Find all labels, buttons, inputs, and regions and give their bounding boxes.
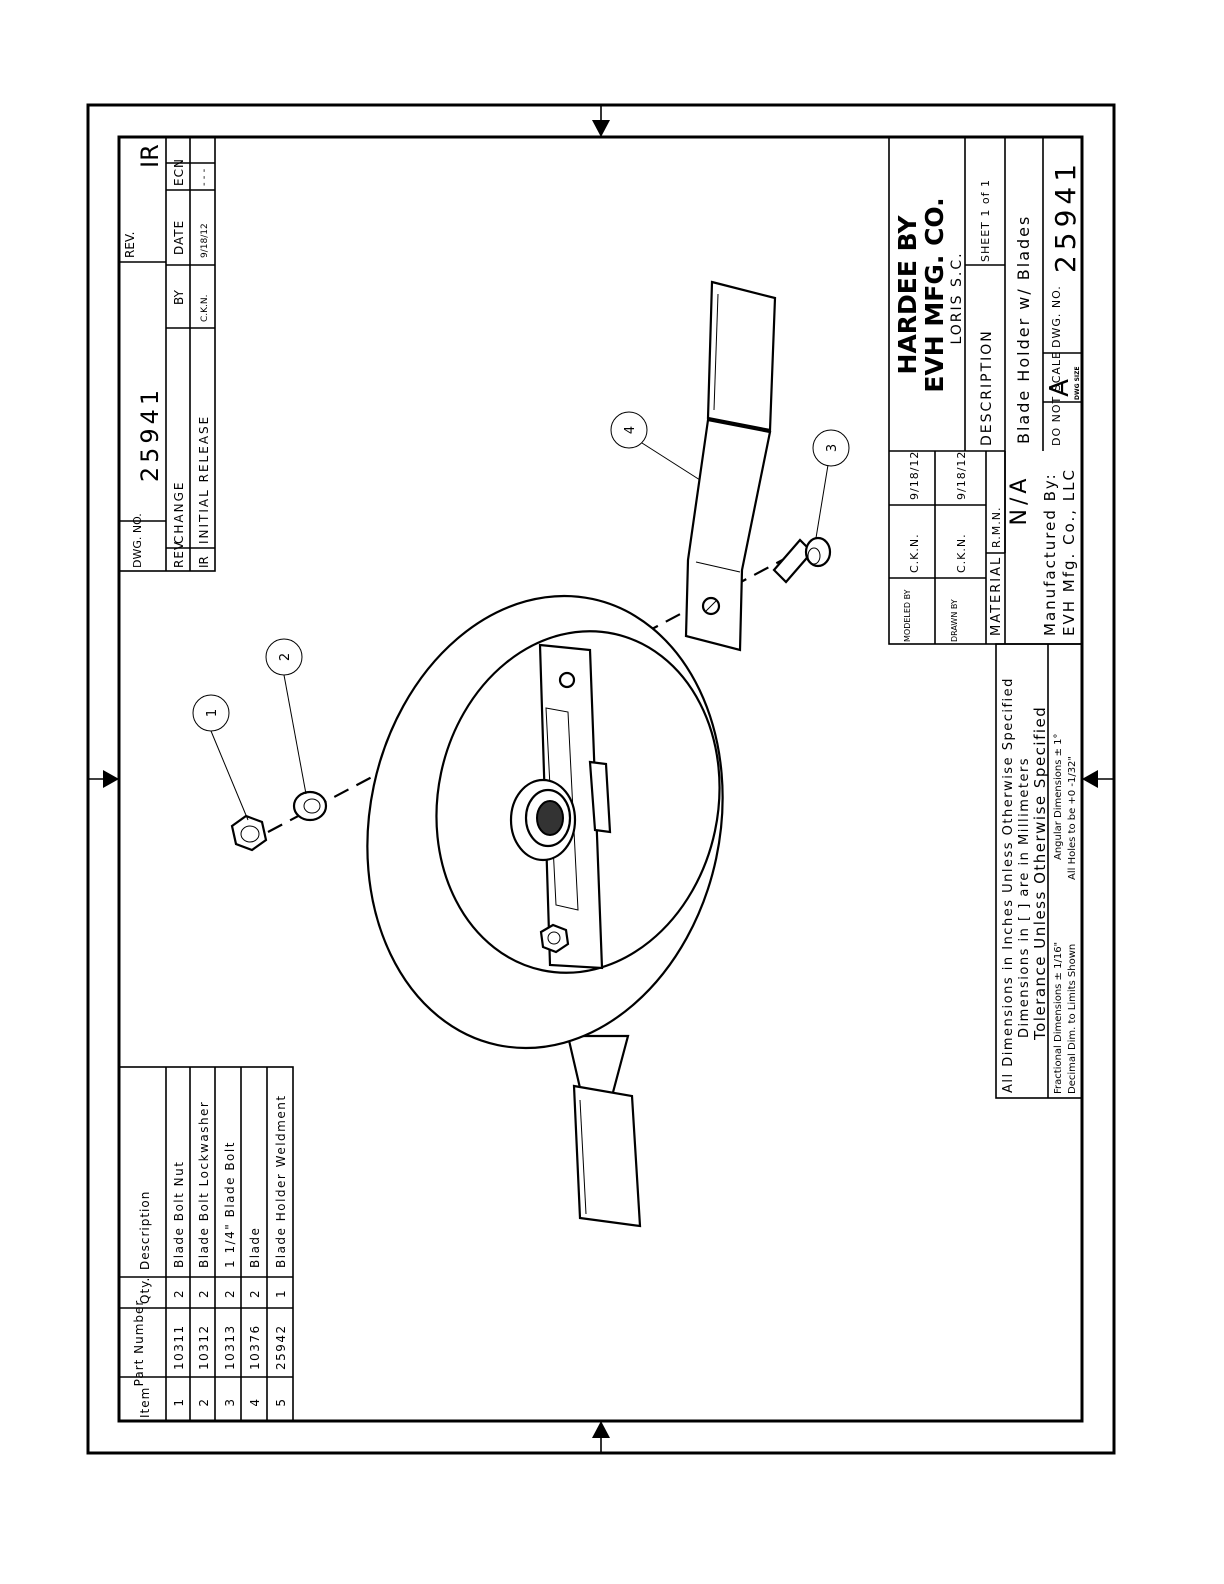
bom-cell-desc: 1 1/4" Blade Bolt [223, 1141, 237, 1268]
drawn-by-label: DRAWN BY [950, 599, 959, 642]
rev-header-ecn: ECN [172, 158, 186, 186]
bom-cell-item: 5 [274, 1397, 288, 1406]
bom-cell-desc: Blade Bolt Lockwasher [197, 1101, 211, 1268]
balloon-4 [610, 411, 648, 449]
dwg-size: A [1045, 379, 1075, 397]
rev-dwg-no: 25941 [136, 386, 164, 482]
note-decimal: Decimal Dim. to Limits Shown [1067, 944, 1078, 1094]
rev-row-ecn: - - - [199, 168, 210, 186]
balloon-4-label: 4 [623, 426, 638, 434]
lockwasher [292, 790, 328, 822]
nut [230, 814, 268, 852]
center-arrows [88, 105, 1114, 1453]
bom-cell-qty: 1 [274, 1289, 288, 1298]
rev-label: REV. [123, 232, 137, 258]
bom-cell-qty: 2 [248, 1289, 262, 1298]
manufacturer: EVH Mfg. Co., LLC [1060, 468, 1078, 636]
sheet-number: SHEET 1 of 1 [979, 179, 992, 262]
company-line2: EVH MFG. CO. [920, 197, 949, 392]
note-holes: All Holes to be +0 -1/32" [1067, 756, 1078, 880]
rev-dwg-no-label: DWG. NO. [131, 513, 144, 568]
bom-header-desc: Description [138, 1191, 152, 1270]
bom-cell-qty: 2 [223, 1289, 237, 1298]
lower-blade [566, 1034, 642, 1228]
note-line3: Tolerance Unless Otherwise Specified [1031, 706, 1049, 1041]
company-location: LORIS S.C. [949, 251, 965, 344]
company-line1: HARDEE BY [893, 215, 922, 375]
bom-cell-qty: 2 [172, 1289, 186, 1298]
bom-header-item: Item [138, 1387, 152, 1418]
rmn: R.M.N. [990, 507, 1003, 548]
bom-header-qty: Qty. [138, 1277, 152, 1304]
balloon-3 [812, 429, 850, 467]
rev-header-rev: REV [172, 541, 186, 568]
drawn-date: 9/18/12 [955, 451, 968, 500]
dwg-no-label: DWG. NO. [1050, 285, 1063, 348]
balloon-1-label: 1 [205, 709, 220, 717]
dwg-no: 25941 [1049, 159, 1082, 273]
bom-cell-part: 10312 [197, 1324, 211, 1370]
rev-header-change: CHANGE [172, 481, 186, 544]
rev-row-rev: IR [197, 556, 211, 568]
balloon-1 [192, 694, 230, 732]
material-value: N/A [1007, 475, 1032, 526]
bom-cell-part: 10376 [248, 1324, 262, 1370]
bom-header-part: Part Number [132, 1300, 146, 1387]
rev-row-date: 9/18/12 [200, 223, 210, 258]
rev-row-by: C.K.N. [200, 294, 210, 322]
note-line2: Dimensions in [ ] are in Millimeters [1017, 757, 1032, 1038]
note-line1: All Dimensions in Inches Unless Otherwis… [1001, 677, 1016, 1093]
bom-cell-part: 25942 [274, 1324, 288, 1370]
bom-cell-item: 1 [172, 1397, 186, 1406]
bom-cell-item: 4 [248, 1397, 262, 1406]
exploded-view: 1 2 3 4 [192, 280, 850, 1228]
bom-cell-desc: Blade Bolt Nut [172, 1161, 186, 1268]
drawing-description: Blade Holder w/ Blades [1014, 215, 1033, 444]
bill-of-materials: Item Part Number Qty. Description 1 10311… [118, 1066, 294, 1422]
bom-cell-part: 10311 [172, 1324, 186, 1370]
balloon-2 [265, 638, 303, 676]
do-not-scale: DO NOT SCALE [1050, 351, 1063, 446]
rev-header-by: BY [172, 289, 186, 305]
manufactured-by-label: Manufactured By: [1041, 472, 1059, 636]
rev-row-change: INITIAL RELEASE [197, 415, 211, 544]
modeled-by: C.K.N. [908, 533, 921, 573]
blade-holder-dish [366, 594, 724, 1050]
bom-cell-item: 3 [223, 1397, 237, 1406]
modeled-by-label: MODELED BY [903, 589, 912, 642]
description-label: DESCRIPTION [979, 329, 995, 446]
blade-bolt [772, 536, 832, 584]
title-block: HARDEE BY EVH MFG. CO. LORIS S.C. DESCRI… [888, 136, 1083, 1099]
bom-cell-item: 2 [197, 1397, 211, 1406]
rev-header-date: DATE [172, 220, 186, 255]
balloon-3-label: 3 [825, 444, 840, 452]
balloons: 1 2 3 4 [192, 411, 850, 821]
bom-cell-desc: Blade Holder Weldment [274, 1094, 288, 1268]
drawn-by: C.K.N. [955, 533, 968, 573]
rev-value: IR [136, 144, 164, 168]
bom-cell-desc: Blade [248, 1227, 262, 1268]
material-label: MATERIAL [989, 556, 1004, 636]
balloon-2-label: 2 [278, 653, 293, 661]
note-fractional: Fractional Dimensions ± 1/16" [1053, 942, 1064, 1094]
dwg-size-label: DWG SIZE [1074, 366, 1081, 400]
upper-blade [684, 280, 777, 652]
bom-cell-qty: 2 [197, 1289, 211, 1298]
revision-block: DWG. NO. 25941 REV. IR REV CHANGE BY DAT… [118, 136, 216, 572]
modeled-date: 9/18/12 [908, 451, 921, 500]
bom-cell-part: 10313 [223, 1324, 237, 1370]
note-angular: Angular Dimensions ± 1° [1053, 733, 1064, 860]
